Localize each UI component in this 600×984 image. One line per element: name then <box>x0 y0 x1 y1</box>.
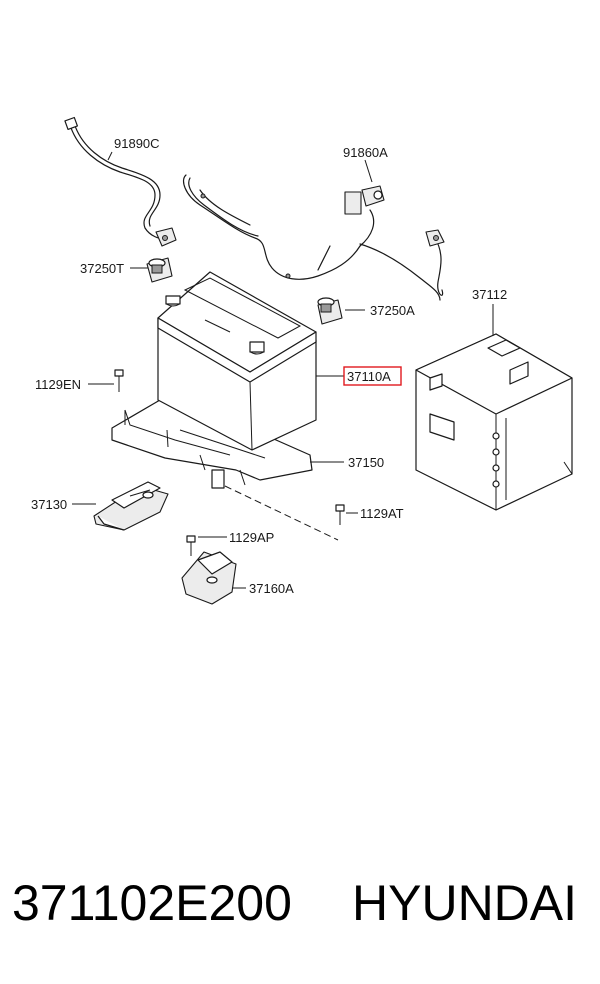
part-number: 371102E200 <box>12 875 292 931</box>
terminal-37250a[interactable] <box>317 297 343 325</box>
bolt-1129ap[interactable] <box>186 535 196 556</box>
wiring-harness-91860a[interactable] <box>182 174 445 301</box>
bolt-1129en[interactable] <box>114 369 124 392</box>
highlight-box-37110a <box>343 366 402 386</box>
label-37110a[interactable]: 37110A <box>347 369 391 384</box>
label-37250a[interactable]: 37250A <box>370 303 415 318</box>
label-1129en[interactable]: 1129EN <box>35 377 81 392</box>
label-37250t[interactable]: 37250T <box>80 261 124 276</box>
fastener-dashed-line <box>224 485 339 541</box>
label-37160a[interactable]: 37160A <box>249 581 294 596</box>
label-91890c[interactable]: 91890C <box>114 136 160 151</box>
label-37130[interactable]: 37130 <box>31 497 67 512</box>
battery-cable-91890c[interactable] <box>64 116 177 247</box>
label-37112[interactable]: 37112 <box>472 287 507 302</box>
bolt-1129at[interactable] <box>335 504 345 525</box>
bracket-37130[interactable] <box>93 481 169 531</box>
label-91860a[interactable]: 91860A <box>343 145 388 160</box>
bracket-37160a[interactable] <box>181 551 237 605</box>
battery-37110a[interactable] <box>157 271 317 451</box>
label-37150[interactable]: 37150 <box>348 455 384 470</box>
footer-caption: 371102E200 HYUNDAI <box>0 874 600 944</box>
terminal-37250t[interactable] <box>146 257 173 283</box>
label-1129at[interactable]: 1129AT <box>360 506 404 521</box>
brand-name: HYUNDAI <box>352 875 578 931</box>
leader-lines <box>72 151 494 589</box>
label-1129ap[interactable]: 1129AP <box>229 530 274 545</box>
battery-cover-37112[interactable] <box>415 333 573 511</box>
